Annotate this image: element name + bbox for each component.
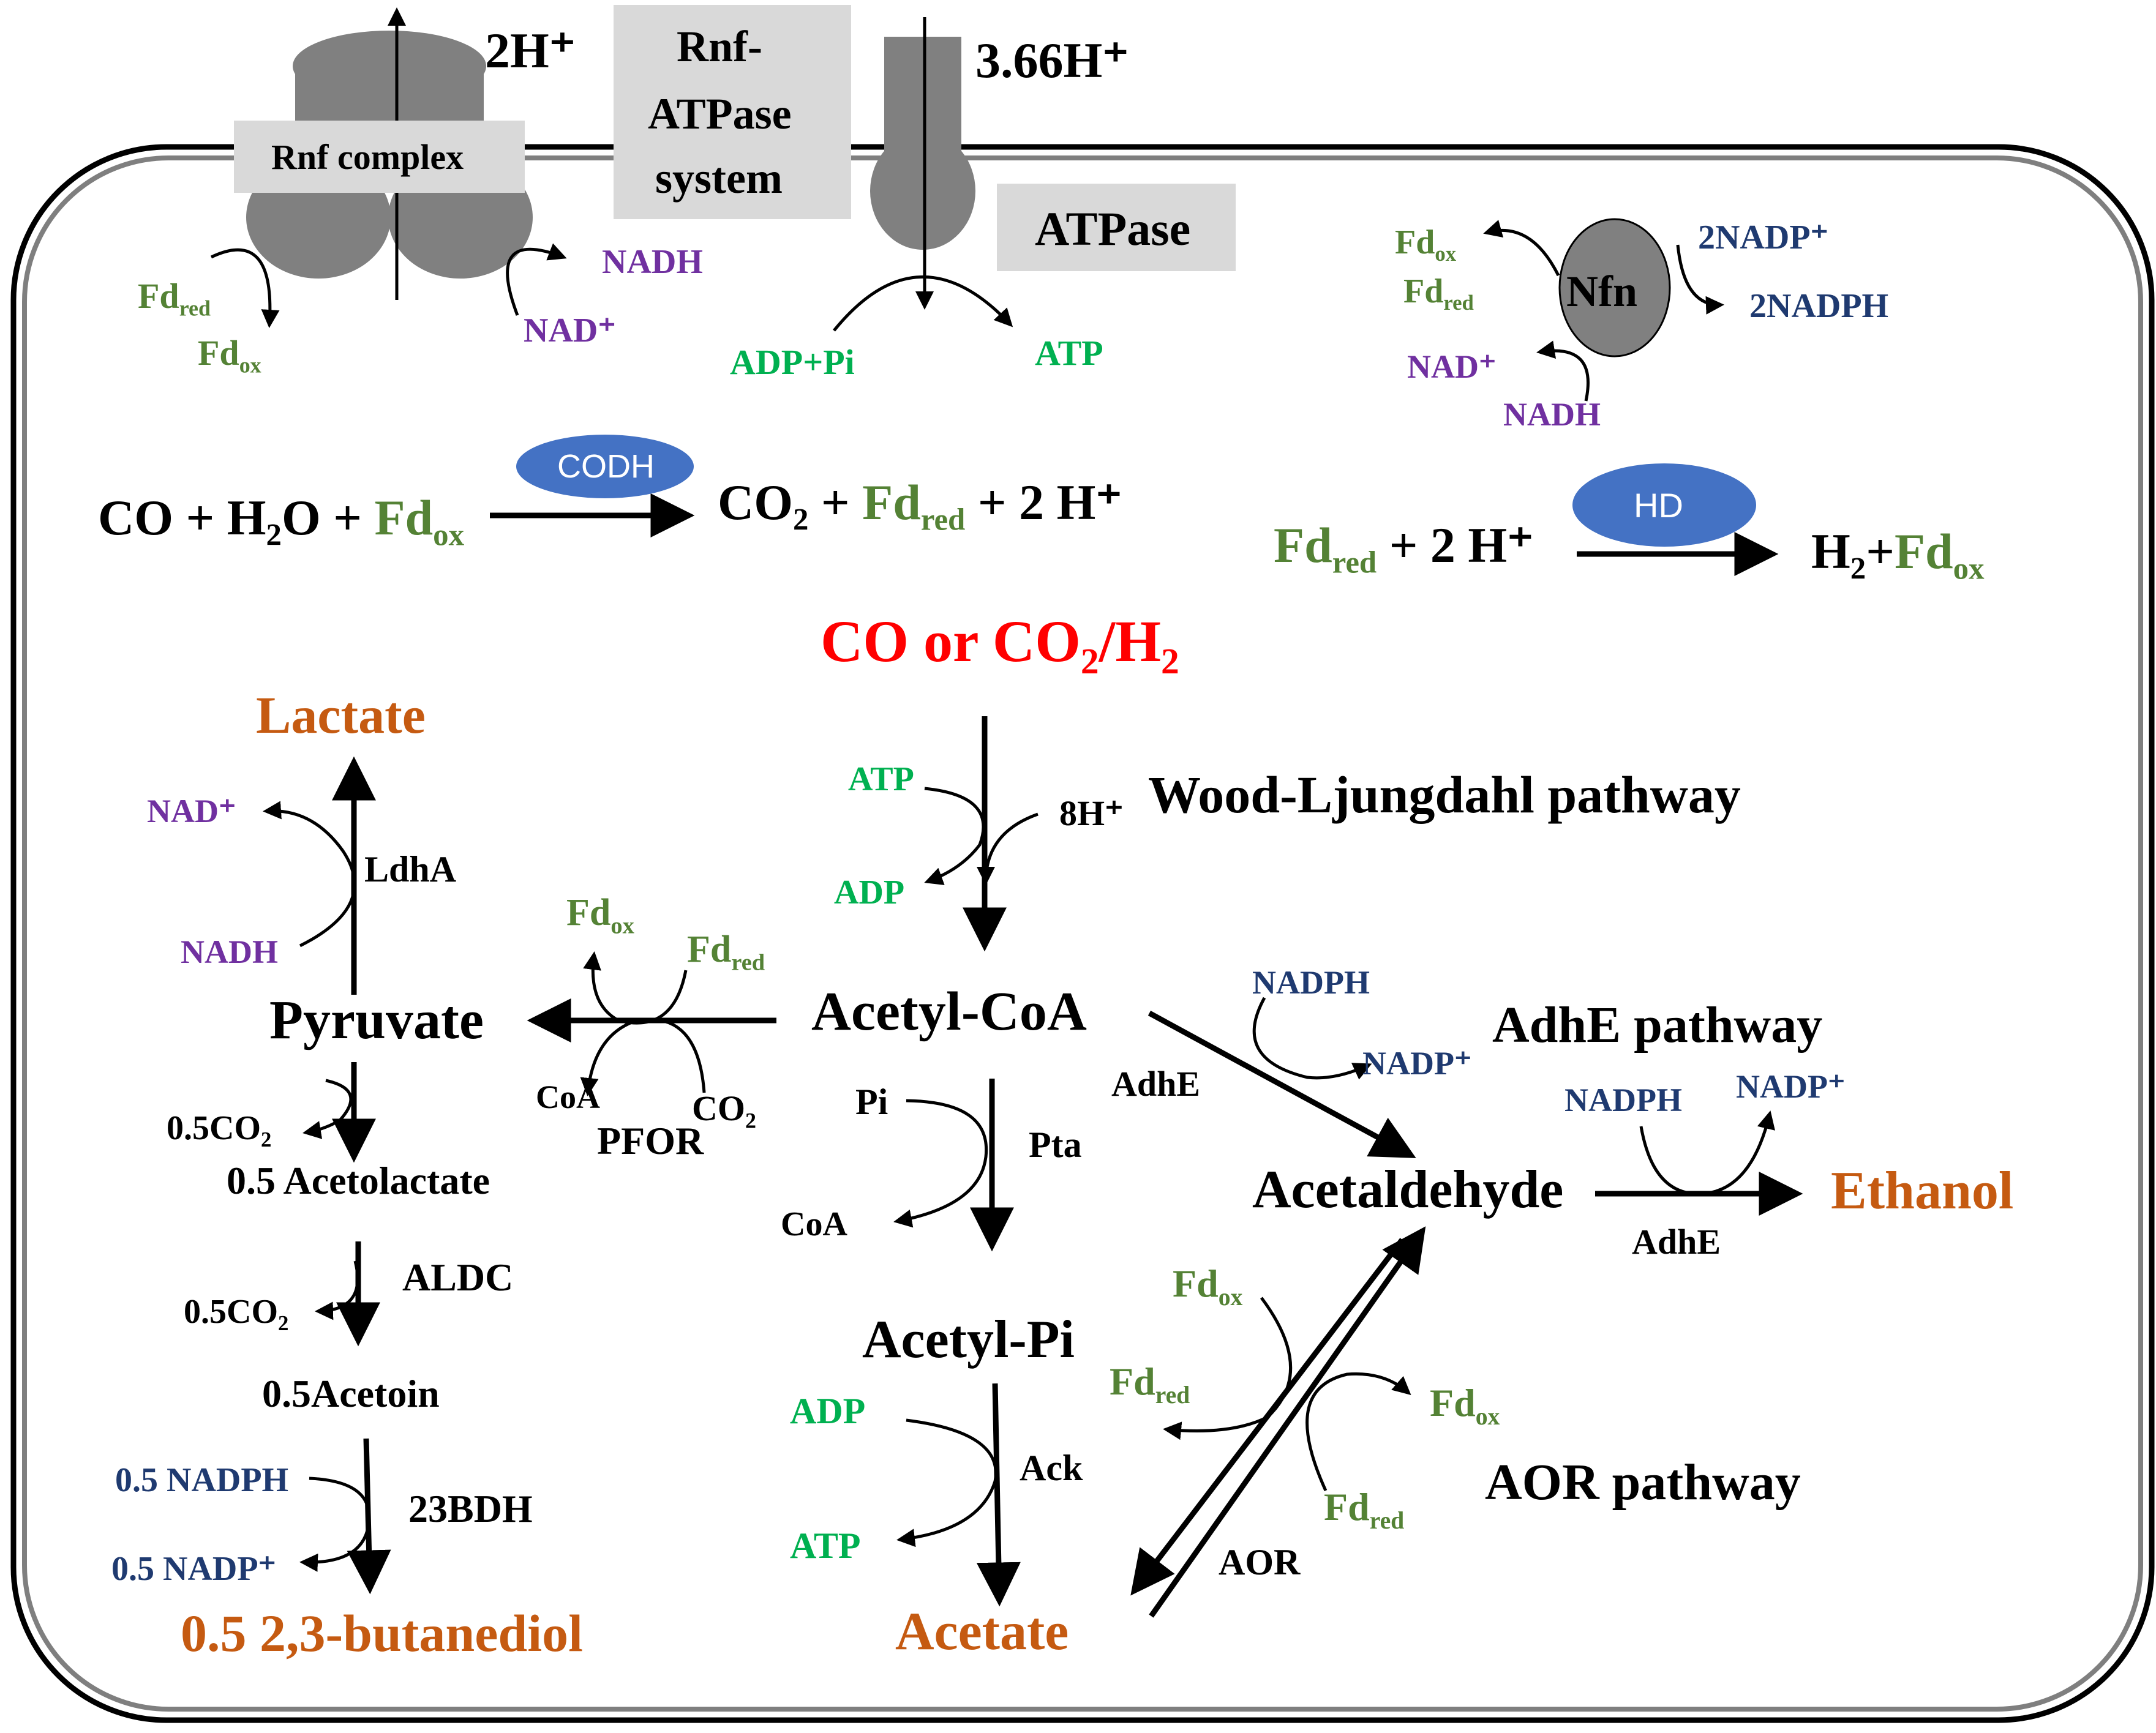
- ack-adp: ADP: [790, 1391, 866, 1431]
- pyruvate-label: Pyruvate: [269, 990, 484, 1050]
- ldha-label: LdhA: [364, 849, 457, 889]
- nfn-fd-red: Fdred: [1403, 272, 1474, 315]
- wl-atp: ATP: [848, 760, 914, 798]
- nfn-nadh: NADH: [1503, 396, 1601, 433]
- pfor-fd-ox: Fdox: [566, 892, 634, 939]
- aor-fd-ox-2: Fdox: [1430, 1381, 1500, 1430]
- adhe-nadph-2: NADPH: [1564, 1082, 1682, 1118]
- aldc-label: ALDC: [402, 1256, 514, 1299]
- ldha-nad: NAD⁺: [147, 793, 236, 829]
- rnf-nad: NAD⁺: [524, 312, 616, 350]
- adhe-enzyme-label: AdhE: [1111, 1064, 1201, 1104]
- lactate-label: Lactate: [256, 686, 426, 744]
- pta-label: Pta: [1029, 1125, 1082, 1165]
- acetaldehyde-label: Acetaldehyde: [1252, 1160, 1564, 1219]
- acetate-label: Acetate: [895, 1602, 1069, 1661]
- nfn-nadp: 2NADP⁺: [1698, 219, 1829, 256]
- co2-release-2: 0.5CO2: [184, 1293, 289, 1336]
- rnf-fd-red: Fdred: [138, 276, 211, 321]
- wl-adp: ADP: [834, 874, 905, 911]
- codh-enzyme-label: CODH: [557, 448, 655, 485]
- codh-left-side: CO + H2O + Fdox: [98, 490, 464, 552]
- acetoin-label: 0.5Acetoin: [262, 1372, 440, 1415]
- atpase-box: [997, 184, 1236, 271]
- system-label-line2: ATPase: [648, 89, 792, 138]
- adhe-nadp-2: NADP⁺: [1736, 1068, 1846, 1105]
- wl-protons: 8H⁺: [1059, 793, 1124, 833]
- nfn-nadph: 2NADPH: [1749, 287, 1889, 325]
- aor-pathway-label: AOR pathway: [1485, 1454, 1801, 1511]
- aor-fd-ox-1: Fdox: [1173, 1262, 1243, 1311]
- atpase-proton-label: 3.66H⁺: [975, 32, 1129, 88]
- rnf-nadh: NADH: [602, 243, 703, 281]
- rnf-atpase-system-box: [614, 5, 851, 219]
- ldha-nadh: NADH: [181, 934, 278, 970]
- adhe-nadph: NADPH: [1252, 964, 1370, 1001]
- ack-label: Ack: [1020, 1448, 1083, 1488]
- pfor-label: PFOR: [597, 1119, 704, 1162]
- system-label-line1: Rnf-: [677, 22, 762, 71]
- nfn-shape: [1558, 218, 1671, 357]
- substrate-label: CO or CO2/H2: [821, 608, 1179, 682]
- bdh-nadph: 0.5 NADPH: [115, 1461, 289, 1499]
- co2-release-1: 0.5CO2: [167, 1109, 272, 1152]
- pfor-coa: CoA: [536, 1079, 600, 1115]
- adhe-nadp: NADP⁺: [1362, 1045, 1472, 1082]
- nfn-nad: NAD⁺: [1407, 348, 1497, 385]
- hd-right-side: H2+Fdox: [1811, 523, 1985, 586]
- cell-membrane-inner: [22, 155, 2143, 1712]
- adp-pi-label: ADP+Pi: [730, 342, 855, 382]
- atpase-shape: [833, 17, 1013, 332]
- rnf-complex-label: Rnf complex: [271, 137, 464, 177]
- hd-enzyme-label: HD: [1634, 486, 1683, 525]
- codh-right-side: CO2 + Fdred + 2 H⁺: [718, 474, 1122, 537]
- adhe-pathway-label: AdhE pathway: [1492, 997, 1823, 1054]
- acetolactate-label: 0.5 Acetolactate: [227, 1159, 490, 1202]
- aor-fd-red-2: Fdred: [1324, 1485, 1405, 1534]
- nfn-label: Nfn: [1566, 267, 1638, 316]
- hd-ellipse: [1572, 463, 1756, 547]
- nfn-fd-ox: Fdox: [1395, 223, 1457, 266]
- codh-ellipse: [516, 435, 694, 498]
- pfor-fd-red: Fdred: [687, 929, 765, 976]
- aor-enzyme-label: AOR: [1219, 1542, 1301, 1582]
- pfor-co2: CO2: [692, 1088, 756, 1133]
- atpase-label: ATPase: [1035, 202, 1191, 255]
- adhe-enzyme-label-2: AdhE: [1632, 1222, 1721, 1262]
- rnf-proton-label: 2H⁺: [485, 23, 576, 78]
- hd-left-side: Fdred + 2 H⁺: [1274, 517, 1534, 580]
- bdh-nadp: 0.5 NADP⁺: [111, 1550, 277, 1588]
- butanediol-label: 0.5 2,3-butanediol: [181, 1604, 584, 1663]
- pta-coa: CoA: [781, 1205, 847, 1243]
- 23bdh-label: 23BDH: [408, 1487, 533, 1530]
- pta-pi: Pi: [855, 1082, 888, 1122]
- acetyl-coa-label: Acetyl-CoA: [811, 981, 1087, 1042]
- rnf-fd-ox: Fdox: [198, 333, 261, 378]
- acetyl-pi-label: Acetyl-Pi: [862, 1310, 1075, 1369]
- system-label-line3: system: [655, 154, 783, 203]
- atp-label-membrane: ATP: [1035, 333, 1103, 373]
- cell-membrane-outer: [10, 144, 2155, 1723]
- ethanol-label: Ethanol: [1831, 1161, 2014, 1221]
- wl-pathway-label: Wood-Ljungdahl pathway: [1148, 765, 1741, 824]
- ack-atp: ATP: [790, 1525, 861, 1566]
- aor-fd-red-1: Fdred: [1110, 1360, 1190, 1409]
- rnf-complex-box: [234, 121, 525, 193]
